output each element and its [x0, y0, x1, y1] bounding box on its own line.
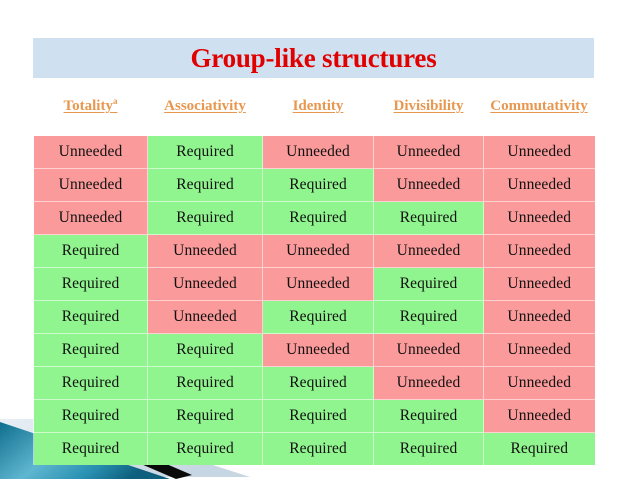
slide-title-band: Group-like structures: [33, 38, 594, 78]
table-cell: Required: [147, 366, 263, 400]
table-cell: Required: [262, 201, 374, 235]
column-header-divisibility: Divisibility: [373, 78, 484, 136]
table-cell: Unneeded: [373, 168, 484, 202]
column-header-label: Divisibility: [393, 98, 464, 115]
table-cell: Required: [33, 333, 148, 367]
table-cell: Required: [33, 366, 148, 400]
table-cell: Required: [373, 300, 484, 334]
table-cell: Unneeded: [262, 234, 374, 268]
table-cell: Required: [262, 399, 374, 433]
table-cell: Unneeded: [483, 366, 595, 400]
table-cell: Unneeded: [483, 135, 595, 169]
table-cell: Unneeded: [483, 300, 595, 334]
table-cell: Unneeded: [483, 168, 595, 202]
table-cell: Unneeded: [373, 333, 484, 367]
table-cell: Unneeded: [262, 267, 374, 301]
table-cell: Required: [147, 168, 263, 202]
table-cell: Unneeded: [483, 267, 595, 301]
table-cell: Unneeded: [33, 135, 148, 169]
group-like-structures-table: Totalitya Associativity Identity Divisib…: [33, 78, 595, 465]
table-header-row: Totalitya Associativity Identity Divisib…: [33, 78, 595, 136]
table-cell: Required: [33, 399, 148, 433]
table-cell: Unneeded: [483, 234, 595, 268]
column-header-commutativity: Commutativity: [483, 78, 595, 136]
table-cell: Unneeded: [147, 267, 263, 301]
table-cell: Required: [33, 234, 148, 268]
table-cell: Unneeded: [373, 366, 484, 400]
table-cell: Required: [262, 432, 374, 465]
table-cell: Required: [373, 201, 484, 235]
page-title: Group-like structures: [190, 42, 437, 73]
column-header-label: Associativity: [164, 98, 246, 115]
table-cell: Unneeded: [147, 234, 263, 268]
table-cell: Required: [147, 333, 263, 367]
table-cell: Required: [33, 267, 148, 301]
table-cell: Required: [147, 399, 263, 433]
table-cell: Required: [262, 366, 374, 400]
table-cell: Unneeded: [373, 234, 484, 268]
table-cell: Required: [373, 267, 484, 301]
table-cell: Unneeded: [262, 333, 374, 367]
table-cell: Unneeded: [373, 135, 484, 169]
table-cell: Required: [483, 432, 595, 465]
column-header-identity: Identity: [262, 78, 374, 136]
table-cell: Unneeded: [33, 168, 148, 202]
table-cell: Required: [33, 300, 148, 334]
column-header-totality: Totalitya: [33, 78, 148, 136]
table-cell: Unneeded: [483, 333, 595, 367]
table-cell: Required: [147, 201, 263, 235]
column-header-label: Commutativity: [490, 98, 588, 115]
table-cell: Unneeded: [33, 201, 148, 235]
table-cell: Unneeded: [483, 201, 595, 235]
column-header-label: Totality: [63, 98, 113, 115]
table-cell: Required: [373, 432, 484, 465]
table-cell: Required: [262, 300, 374, 334]
table-cell: Required: [262, 168, 374, 202]
table-cell: Required: [33, 432, 148, 465]
table-cell: Unneeded: [147, 300, 263, 334]
column-header-label: Identity: [292, 98, 344, 115]
column-header-superscript: a: [112, 96, 118, 107]
column-header-associativity: Associativity: [147, 78, 263, 136]
table-cell: Required: [373, 399, 484, 433]
table-cell: Unneeded: [483, 399, 595, 433]
table-cell: Required: [147, 432, 263, 465]
table-header: Totalitya Associativity Identity Divisib…: [33, 78, 595, 136]
table-cell: Required: [147, 135, 263, 169]
table-cell: Unneeded: [262, 135, 374, 169]
